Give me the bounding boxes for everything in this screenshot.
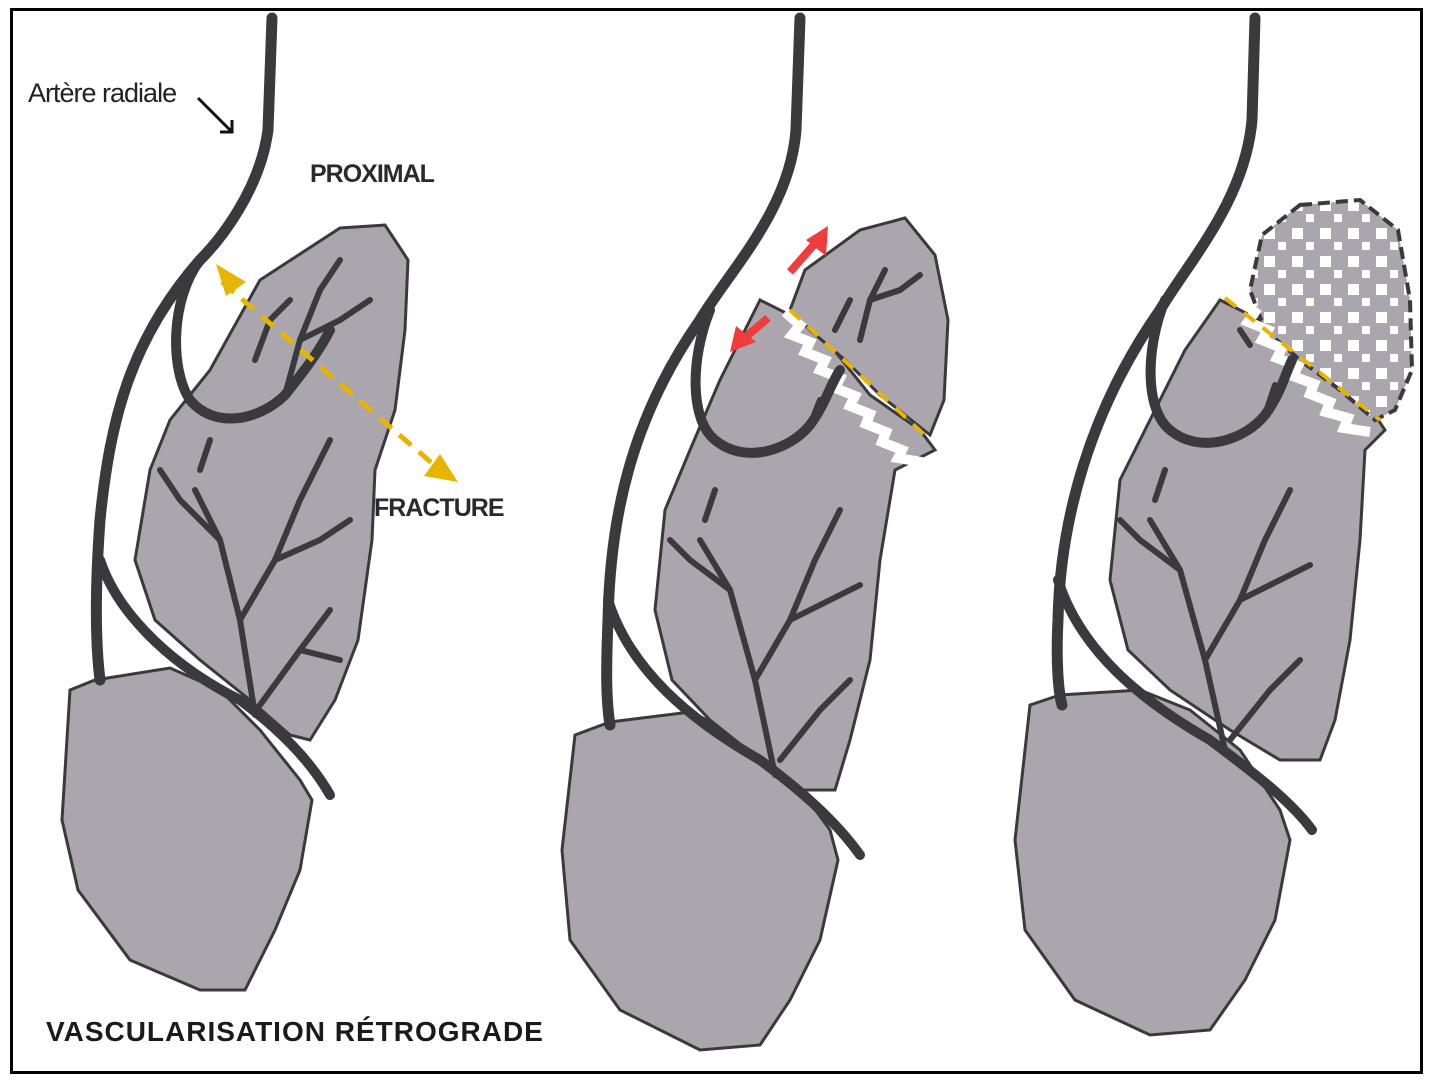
label-fracture: FRACTURE (374, 494, 504, 523)
caption: VASCULARISATION RÉTROGRADE (46, 1016, 544, 1048)
label-radial-artery: Artère radiale (28, 78, 176, 109)
label-proximal: PROXIMAL (310, 160, 434, 189)
figure-frame (10, 8, 1423, 1074)
